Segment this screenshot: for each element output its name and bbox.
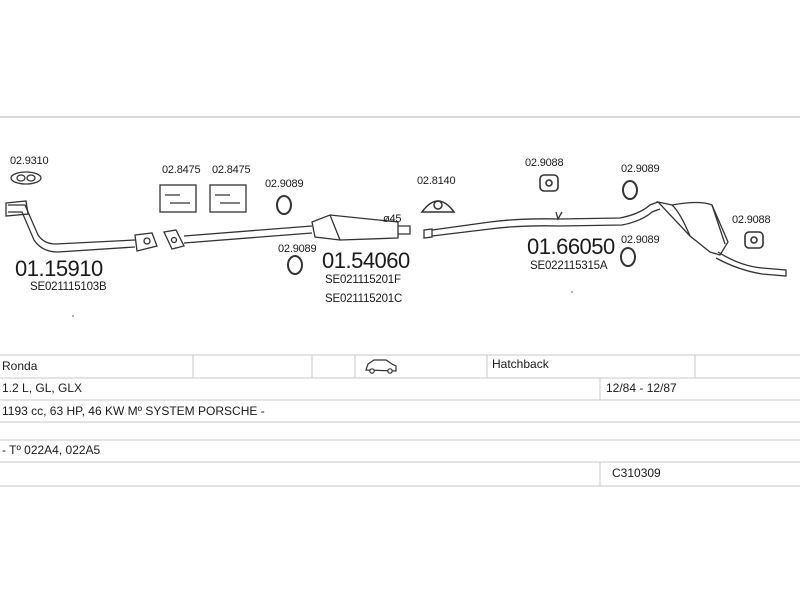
oe-front-pipe: SE021115103B — [30, 281, 107, 293]
ring-icon-top-mid — [276, 195, 292, 215]
part-code-mount-b: 02.8475 — [212, 164, 251, 176]
ring-icon-low-mid — [287, 255, 303, 275]
cell-catalog: C310309 — [612, 466, 661, 480]
clamp-icon — [420, 200, 456, 213]
mount-icon-a — [159, 184, 197, 213]
part-code-front-pipe: 01.15910 — [15, 256, 103, 281]
flange-icon — [163, 229, 185, 250]
cell-body: Hatchback — [492, 357, 549, 371]
ring-icon-rear-low — [620, 247, 636, 267]
gasket-icon — [10, 171, 42, 185]
info-table — [0, 354, 800, 487]
oe-middle-silencer-2: SE021115201C — [325, 293, 403, 305]
front-pipe — [5, 200, 158, 253]
part-code-ring-low-mid: 02.9089 — [278, 243, 317, 255]
part-code-clamp: 02.8140 — [417, 175, 456, 187]
middle-silencer — [311, 214, 411, 241]
oe-middle-silencer-1: SE021115201F — [325, 274, 401, 286]
part-code-gasket: 02.9310 — [10, 155, 49, 167]
part-code-rear-ring-top: 02.9089 — [621, 163, 660, 175]
intermediate-pipe — [183, 225, 313, 244]
rear-pipe — [423, 201, 661, 239]
part-code-rear-ring-left: 02.9088 — [525, 157, 564, 169]
cell-engine: 1.2 L, GL, GLX — [2, 381, 83, 395]
hanger-icon-rear-left — [539, 174, 559, 192]
part-code-middle-silencer: 01.54060 — [322, 248, 410, 273]
cell-type: - Tº 022A4, 022A5 — [2, 443, 101, 457]
hanger-icon-rear-right — [744, 231, 764, 249]
cell-model: Ronda — [2, 359, 38, 373]
part-code-mount-a: 02.8475 — [162, 164, 201, 176]
rear-silencer — [656, 200, 787, 277]
cell-spec: 1193 cc, 63 HP, 46 KW Mº SYSTEM PORSCHE … — [2, 404, 265, 418]
car-icon — [365, 359, 397, 374]
cell-years: 12/84 - 12/87 — [606, 381, 677, 395]
part-code-rear-silencer: 01.66050 — [527, 234, 615, 259]
part-code-ring-top-mid: 02.9089 — [265, 178, 304, 190]
pipe-diameter: ø45 — [383, 213, 402, 225]
part-code-rear-ring-low: 02.9089 — [621, 234, 660, 246]
oe-rear-silencer: SE022115315A — [530, 260, 608, 272]
part-code-rear-ring-right: 02.9088 — [732, 214, 771, 226]
mount-icon-b — [209, 184, 247, 213]
ring-icon-rear-top — [622, 180, 638, 200]
